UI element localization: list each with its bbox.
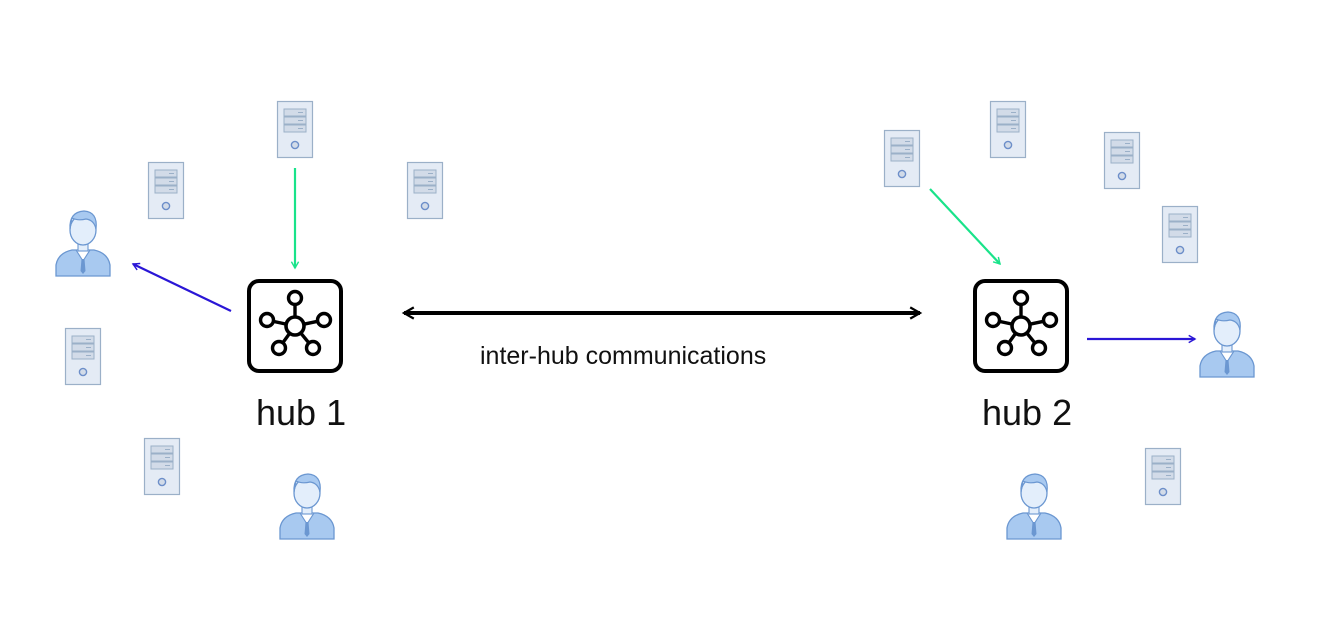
server-icon <box>1161 205 1199 264</box>
hub-2-label: hub 2 <box>982 392 1073 433</box>
server-icon <box>883 129 921 188</box>
user-icon <box>279 473 335 540</box>
user-icon <box>1006 473 1062 540</box>
user-icon <box>1199 311 1255 378</box>
hub-1-label: hub 1 <box>256 392 347 433</box>
server-icon <box>147 161 185 220</box>
server-icon <box>1103 131 1141 190</box>
server-icon <box>64 327 102 386</box>
servers-layer <box>64 100 1199 506</box>
network-hub-icon <box>973 279 1069 373</box>
inter-hub-link-label: inter-hub communications <box>480 342 767 370</box>
user-icon <box>55 210 111 277</box>
server-icon <box>143 437 181 496</box>
arrows-layer <box>131 168 1197 344</box>
server-icon <box>276 100 314 159</box>
users-layer <box>55 210 1255 540</box>
incoming-arrow-hub-2 <box>929 188 1001 266</box>
hubs-layer <box>247 279 1069 373</box>
outgoing-arrow-hub-1 <box>131 262 232 312</box>
server-icon <box>989 100 1027 159</box>
network-hub-icon <box>247 279 343 373</box>
server-icon <box>1144 447 1182 506</box>
server-icon <box>406 161 444 220</box>
